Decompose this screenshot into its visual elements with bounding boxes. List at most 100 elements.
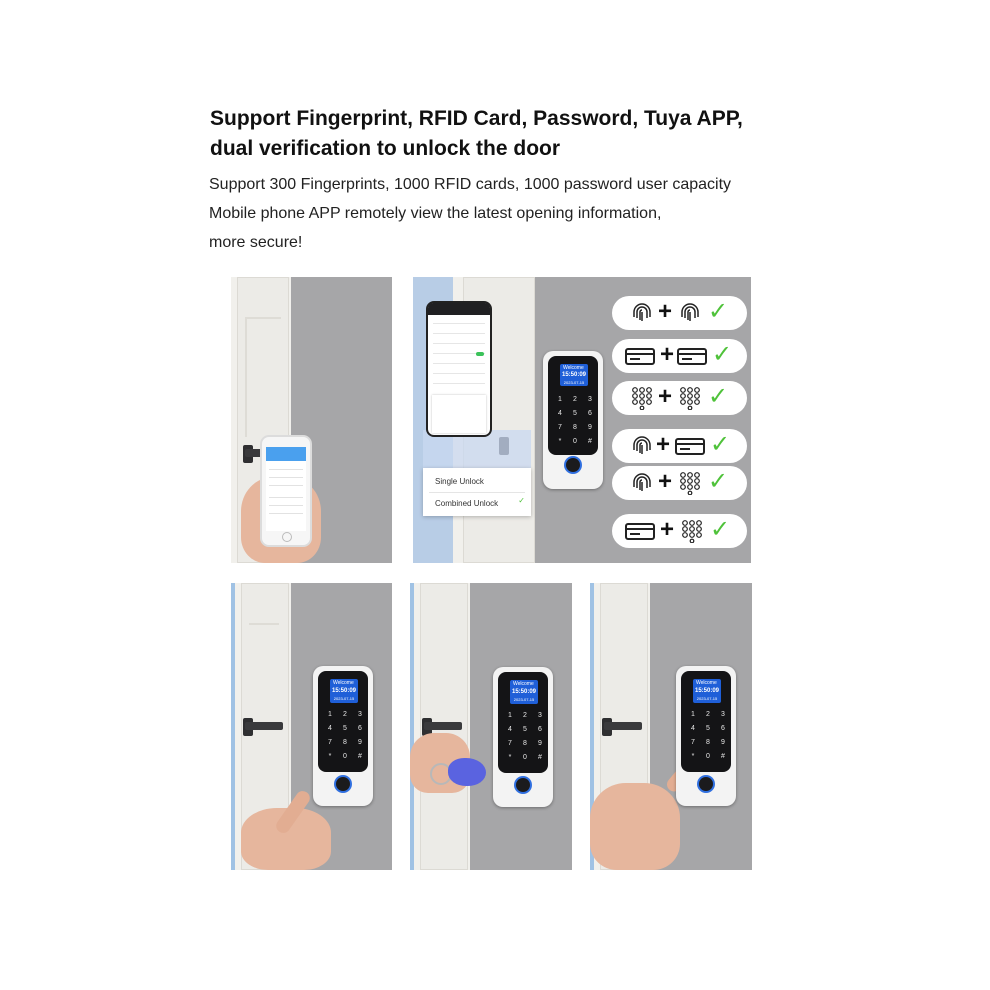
description-line-3: more secure! (209, 234, 303, 251)
keypad-key-7[interactable]: 7 (328, 739, 332, 746)
keypad-key-*[interactable]: * (328, 753, 332, 760)
keypad-key-4[interactable]: 4 (558, 410, 562, 417)
keypad-key-3[interactable]: 3 (721, 711, 725, 718)
welcome-text: Welcome (513, 681, 534, 687)
check-icon: ✓ (712, 341, 733, 368)
welcome-text: Welcome (333, 680, 354, 686)
keypad-key-#[interactable]: # (721, 753, 725, 760)
keypad-key-0[interactable]: 0 (343, 753, 347, 760)
card-icon (625, 523, 655, 540)
fingerprint-icon (633, 303, 651, 321)
keypad-key-*[interactable]: * (691, 753, 695, 760)
keypad-key-2[interactable]: 2 (573, 396, 577, 403)
keypad-key-5[interactable]: 5 (706, 725, 710, 732)
clock-date: 2023-07-15 (513, 697, 535, 702)
fingerprint-sensor[interactable] (699, 777, 713, 791)
keypad-key-#[interactable]: # (588, 438, 592, 445)
combo-keypad-keypad: + ✓ (612, 381, 747, 415)
keypad-key-7[interactable]: 7 (691, 739, 695, 746)
plus-icon: + (658, 383, 673, 410)
keypad-key-8[interactable]: 8 (523, 740, 527, 747)
plus-icon: + (658, 468, 673, 495)
device-screen: Welcome 15:50:09 2023-07-15 (560, 364, 588, 386)
description-line-1: Support 300 Fingerprints, 1000 RFID card… (209, 176, 732, 193)
keypad-icon (680, 472, 700, 495)
plus-icon: + (658, 298, 673, 325)
check-icon: ✓ (708, 298, 729, 325)
keypad-key-1[interactable]: 1 (328, 711, 332, 718)
keypad-key-9[interactable]: 9 (721, 739, 725, 746)
keypad-key-0[interactable]: 0 (573, 438, 577, 445)
keypad-key-6[interactable]: 6 (358, 725, 362, 732)
fingerprint-icon (633, 473, 651, 491)
keypad-key-6[interactable]: 6 (721, 725, 725, 732)
keypad-key-6[interactable]: 6 (538, 726, 542, 733)
clock-time: 15:50:09 (331, 688, 357, 694)
app-phone (428, 303, 490, 435)
single-unlock-option[interactable]: Single Unlock (435, 477, 484, 486)
combo-fingerprint-card: + ✓ (612, 429, 747, 463)
card-icon (675, 438, 705, 455)
keypad-icon (682, 520, 702, 543)
clock-date: 2023-07-15 (696, 696, 718, 701)
keypad-key-7[interactable]: 7 (508, 740, 512, 747)
keypad-key-8[interactable]: 8 (573, 424, 577, 431)
welcome-text: Welcome (696, 680, 717, 686)
keypad-key-5[interactable]: 5 (343, 725, 347, 732)
rfid-fob (448, 758, 486, 786)
keypad-key-8[interactable]: 8 (706, 739, 710, 746)
keypad-key-2[interactable]: 2 (343, 711, 347, 718)
description-line-2: Mobile phone APP remotely view the lates… (209, 205, 662, 222)
keypad-key-4[interactable]: 4 (691, 725, 695, 732)
keypad-key-8[interactable]: 8 (343, 739, 347, 746)
smartphone (262, 437, 310, 545)
check-icon: ✓ (710, 516, 731, 543)
keypad-key-#[interactable]: # (358, 753, 362, 760)
rfid-unlock-photo (410, 583, 572, 870)
keypad-key-2[interactable]: 2 (523, 712, 527, 719)
combo-card-card: + ✓ (612, 339, 747, 373)
keypad-key-*[interactable]: * (508, 754, 512, 761)
keypad-key-0[interactable]: 0 (706, 753, 710, 760)
unlock-mode-menu[interactable]: Single Unlock Combined Unlock ✓ (423, 468, 531, 516)
keypad-key-3[interactable]: 3 (538, 712, 542, 719)
keypad-key-4[interactable]: 4 (328, 725, 332, 732)
keypad-key-1[interactable]: 1 (691, 711, 695, 718)
keypad-key-5[interactable]: 5 (523, 726, 527, 733)
keypad-key-2[interactable]: 2 (706, 711, 710, 718)
app-unlock-photo (231, 277, 392, 563)
description: Support 300 Fingerprints, 1000 RFID card… (209, 170, 829, 257)
keypad-key-0[interactable]: 0 (523, 754, 527, 761)
keypad-key-#[interactable]: # (538, 754, 542, 761)
keypad-key-5[interactable]: 5 (573, 410, 577, 417)
welcome-text: Welcome (563, 365, 584, 371)
keypad-key-*[interactable]: * (558, 438, 562, 445)
fingerprint-sensor[interactable] (336, 777, 350, 791)
check-icon: ✓ (708, 468, 729, 495)
keypad-key-9[interactable]: 9 (588, 424, 592, 431)
keypad-key-3[interactable]: 3 (358, 711, 362, 718)
keypad-icon (632, 387, 652, 410)
keypad-key-7[interactable]: 7 (558, 424, 562, 431)
headline-line-2: dual verification to unlock the door (210, 137, 561, 160)
combined-unlock-option[interactable]: Combined Unlock (435, 499, 499, 508)
fingerprint-icon (633, 436, 651, 454)
fingerprint-sensor[interactable] (516, 778, 530, 792)
card-icon (625, 348, 655, 365)
keypad-key-9[interactable]: 9 (538, 740, 542, 747)
check-icon: ✓ (708, 383, 729, 410)
keypad-key-3[interactable]: 3 (588, 396, 592, 403)
combo-card-keypad: + ✓ (612, 514, 747, 548)
keypad-key-9[interactable]: 9 (358, 739, 362, 746)
clock-time: 15:50:09 (511, 689, 537, 695)
keypad-icon (680, 387, 700, 410)
keypad-key-6[interactable]: 6 (588, 410, 592, 417)
selected-check-icon: ✓ (518, 496, 525, 505)
keypad-key-1[interactable]: 1 (508, 712, 512, 719)
keypad-key-4[interactable]: 4 (508, 726, 512, 733)
keypad-key-1[interactable]: 1 (558, 396, 562, 403)
plus-icon: + (656, 431, 671, 458)
headline-line-1: Support Fingerprint, RFID Card, Password… (210, 107, 743, 130)
fingerprint-sensor[interactable] (566, 458, 580, 472)
